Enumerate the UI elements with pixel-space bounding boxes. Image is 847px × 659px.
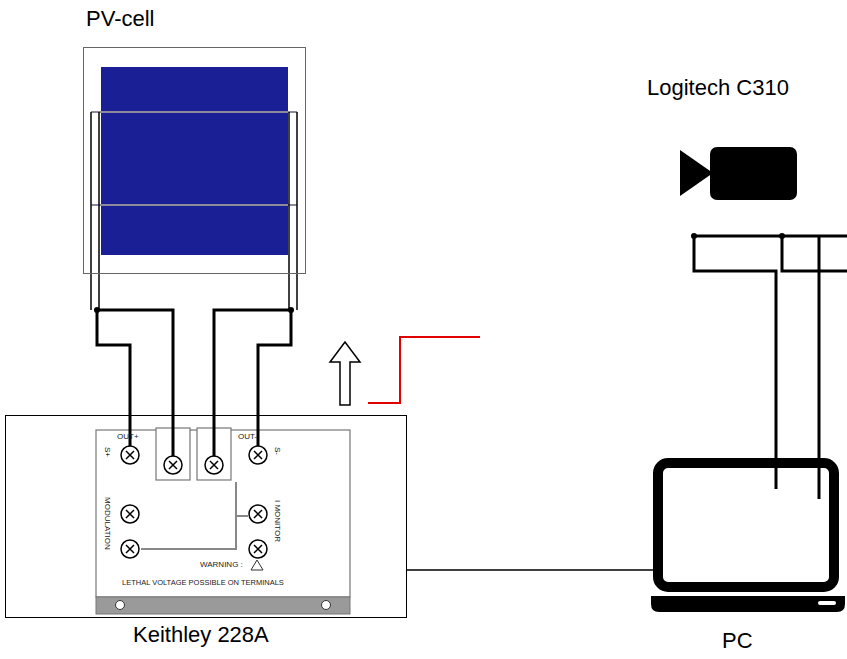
terminal bbox=[205, 456, 223, 474]
panel-label: S- bbox=[273, 447, 281, 455]
laptop-base bbox=[651, 596, 845, 612]
laptop-icon: PC bbox=[651, 458, 845, 612]
instrument-box: Keithley 228A bbox=[5, 415, 407, 618]
terminal-screw bbox=[254, 510, 262, 518]
node-label: Logitech C310 bbox=[647, 75, 789, 100]
ribbon bbox=[91, 112, 297, 310]
panel-label: S+ bbox=[103, 447, 111, 457]
camera-lens bbox=[680, 150, 713, 196]
busbar bbox=[91, 111, 297, 113]
terminal bbox=[121, 446, 139, 464]
terminal bbox=[121, 505, 139, 523]
terminal-screw bbox=[210, 461, 218, 469]
junction-dot bbox=[94, 307, 100, 313]
terminal bbox=[249, 540, 267, 558]
terminal-screw bbox=[254, 451, 262, 459]
junction-dot bbox=[288, 307, 294, 313]
pv-frame bbox=[83, 47, 306, 274]
panel-label: LETHAL VOLTAGE POSSIBLE ON TERMINALS bbox=[122, 579, 284, 587]
screw bbox=[116, 601, 125, 610]
terminal-screw bbox=[126, 451, 134, 459]
panel-band bbox=[96, 597, 350, 614]
node-label: PC bbox=[722, 628, 753, 653]
busbar bbox=[91, 204, 297, 206]
panel-label: MODULATION bbox=[103, 497, 111, 550]
hollow-arrow bbox=[330, 342, 360, 405]
node-label: PV-cell bbox=[86, 6, 154, 31]
laptop-screen bbox=[658, 463, 834, 587]
panel-line bbox=[141, 482, 248, 549]
step-signal bbox=[368, 337, 480, 403]
terminal bbox=[121, 540, 139, 558]
panel-label: OUT+ bbox=[117, 433, 139, 441]
wire bbox=[407, 569, 653, 571]
terminal-screw bbox=[169, 461, 177, 469]
pv-surface bbox=[101, 67, 288, 255]
connector bbox=[691, 233, 847, 499]
panel-label: WARNING : bbox=[200, 561, 243, 569]
camera-body bbox=[710, 147, 797, 200]
camera-icon: Logitech C310 bbox=[680, 147, 797, 200]
terminal bbox=[249, 505, 267, 523]
junction-dot bbox=[691, 233, 697, 239]
node-label: Keithley 228A bbox=[133, 622, 269, 647]
pv-cell: PV-cell bbox=[83, 47, 306, 274]
connector bbox=[407, 570, 653, 571]
terminal-screw bbox=[254, 545, 262, 553]
panel-label: OUT- bbox=[238, 433, 257, 441]
junction-dot bbox=[779, 233, 785, 239]
connector bbox=[94, 307, 294, 456]
terminal-screw bbox=[126, 510, 134, 518]
panel-label: I MONITOR bbox=[273, 500, 281, 542]
screw bbox=[322, 601, 331, 610]
laptop-slot bbox=[818, 601, 836, 605]
wire bbox=[694, 236, 847, 499]
terminals bbox=[121, 446, 267, 558]
terminal bbox=[249, 446, 267, 464]
terminal-screw bbox=[126, 545, 134, 553]
warning-triangle bbox=[251, 560, 263, 570]
wire bbox=[97, 310, 291, 456]
terminal bbox=[164, 456, 182, 474]
